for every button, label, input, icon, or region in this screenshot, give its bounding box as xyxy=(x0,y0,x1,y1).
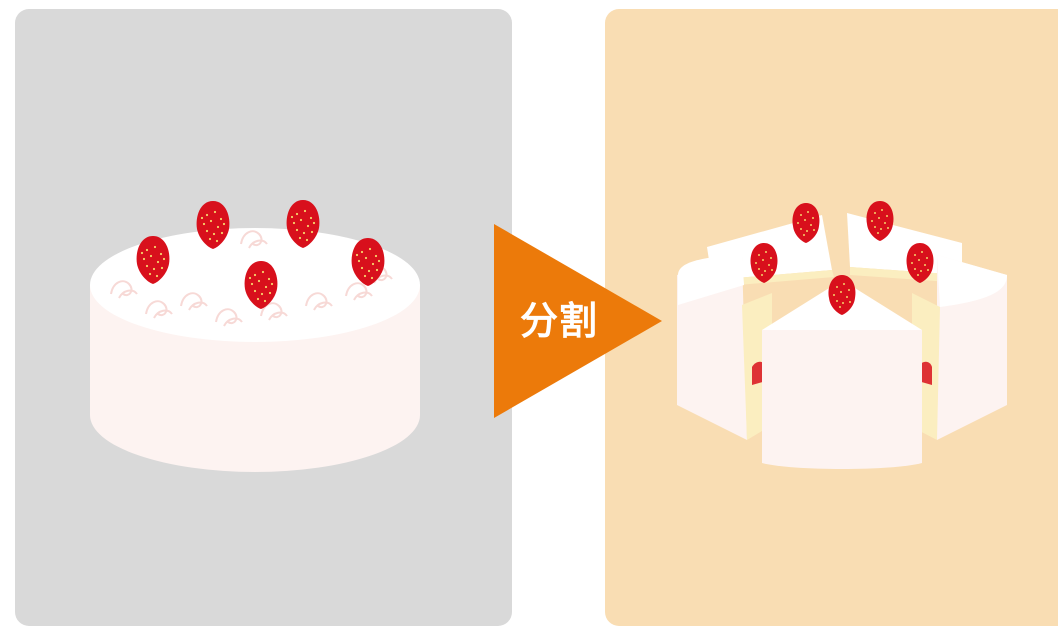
whole-cake-illustration xyxy=(90,200,420,472)
sliced-cake-illustration xyxy=(677,201,1007,469)
arrow-right xyxy=(494,224,662,418)
arrow-label: 分割 xyxy=(519,299,598,343)
